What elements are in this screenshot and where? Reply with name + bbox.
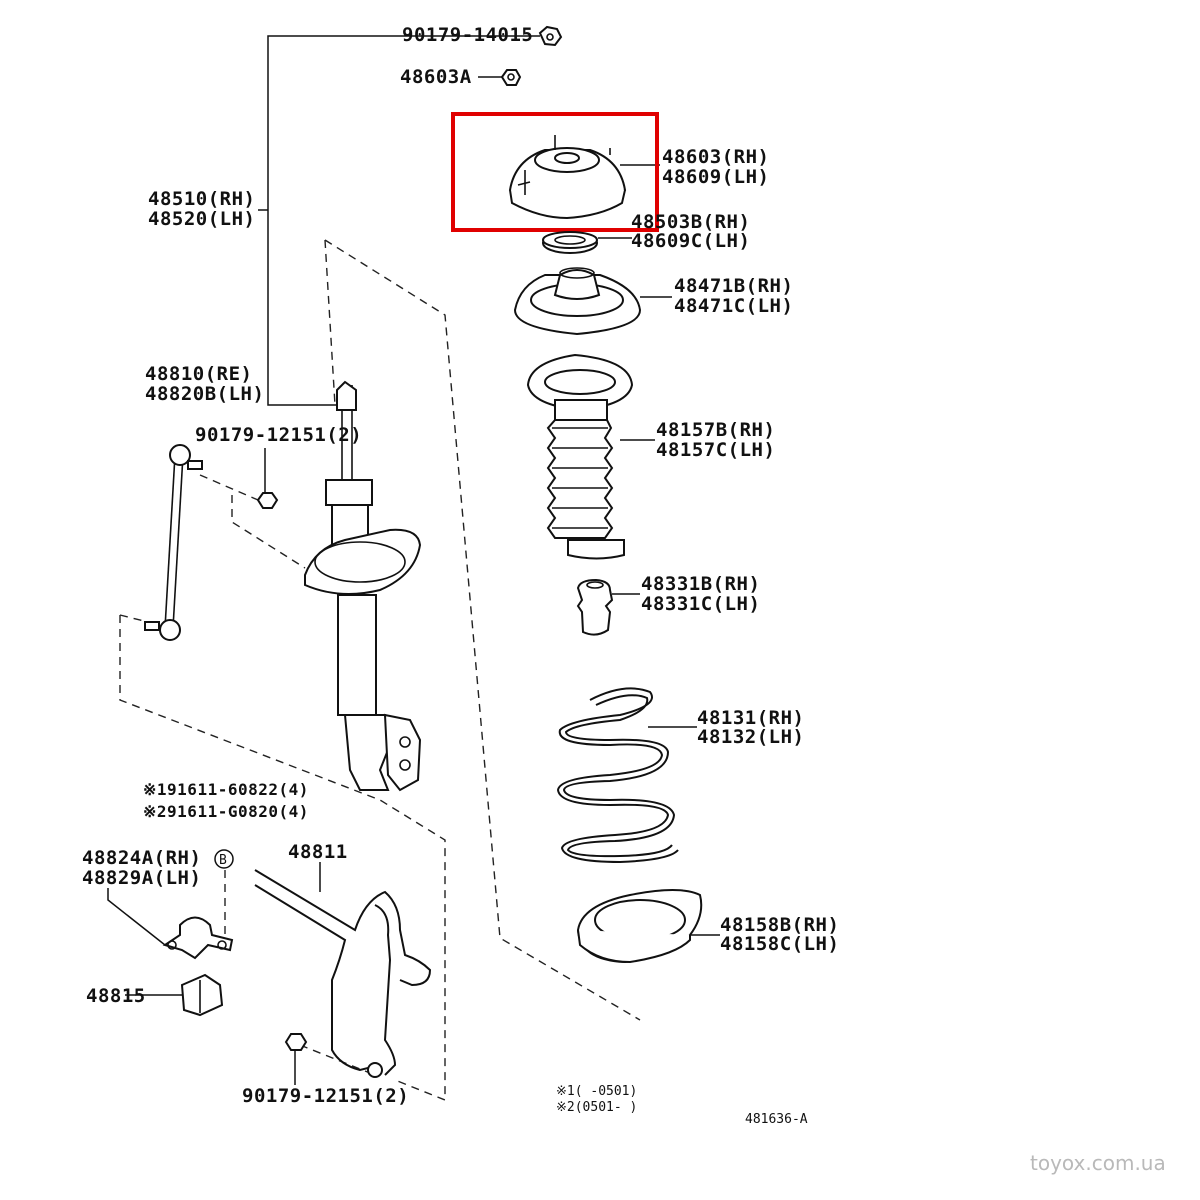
stabilizer-link-part [144, 444, 203, 641]
circle-b-marker: B [214, 849, 234, 869]
coil-spring-part [556, 687, 679, 864]
bracket-part [162, 916, 234, 960]
label-link-re: 48810(RE) [145, 363, 252, 385]
figure-code: 481636-A [745, 1112, 808, 1127]
label-bolt2: ※291611-G0820(4) [143, 802, 309, 821]
link-nut-part [256, 492, 279, 509]
label-strut-lh: 48520(LH) [148, 208, 255, 230]
bottom-nut-part [284, 1033, 308, 1051]
part-labels: 90179-14015 48603A 48603(RH) 48609(LH) 4… [82, 24, 1166, 1175]
label-bracket-rh: 48824A(RH) [82, 847, 201, 869]
label-bump-lh: 48331C(LH) [641, 593, 760, 615]
label-seat-rh: 48471B(RH) [674, 275, 793, 297]
label-insulator-rh: 48158B(RH) [720, 914, 839, 936]
label-nut-top: 90179-14015 [402, 24, 533, 46]
assembly-dashed-lines [119, 239, 641, 1102]
label-bump-rh: 48331B(RH) [641, 573, 760, 595]
dust-boot-part [526, 353, 634, 560]
strut-assembly-part [304, 380, 422, 792]
label-boot-lh: 48157C(LH) [656, 439, 775, 461]
spring-seat-part [513, 267, 642, 336]
label-stabilizer: 48811 [288, 841, 348, 863]
label-insulator-lh: 48158C(LH) [720, 933, 839, 955]
stabilizer-bar-part [254, 869, 432, 1078]
nut-48603a-part [500, 69, 522, 86]
label-nut-bottom: 90179-12151(2) [242, 1085, 409, 1107]
label-bolt1: ※191611-60822(4) [143, 780, 309, 799]
bearing-part [542, 231, 598, 254]
label-bracket-lh: 48829A(LH) [82, 867, 201, 889]
spring-insulator-part [576, 889, 703, 964]
circle-b-text: B [219, 853, 227, 868]
watermark: toyox.com.ua [1030, 1151, 1166, 1175]
highlight-box [451, 112, 659, 232]
label-mount-lh: 48609(LH) [662, 166, 769, 188]
note-1: ※1( -0501) [556, 1084, 637, 1099]
label-link-lh: 48820B(LH) [145, 383, 264, 405]
label-mount-rh: 48603(RH) [662, 146, 769, 168]
flange-nut-part [538, 25, 563, 47]
label-nut-link: 90179-12151(2) [195, 424, 362, 446]
leader-lines [107, 35, 720, 1085]
label-spring-rh: 48131(RH) [697, 707, 804, 729]
label-spring-lh: 48132(LH) [697, 726, 804, 748]
label-nut-a: 48603A [400, 66, 472, 88]
label-strut-rh: 48510(RH) [148, 188, 255, 210]
note-2: ※2(0501- ) [556, 1100, 637, 1115]
label-bearing-lh: 48609C(LH) [631, 230, 750, 252]
bump-stopper-part [576, 578, 614, 636]
label-bearing-rh: 48503B(RH) [631, 211, 750, 233]
label-boot-rh: 48157B(RH) [656, 419, 775, 441]
bushing-part [180, 973, 224, 1017]
upper-support-part [508, 135, 627, 220]
label-bushing: 48815 [86, 985, 146, 1007]
label-seat-lh: 48471C(LH) [674, 295, 793, 317]
